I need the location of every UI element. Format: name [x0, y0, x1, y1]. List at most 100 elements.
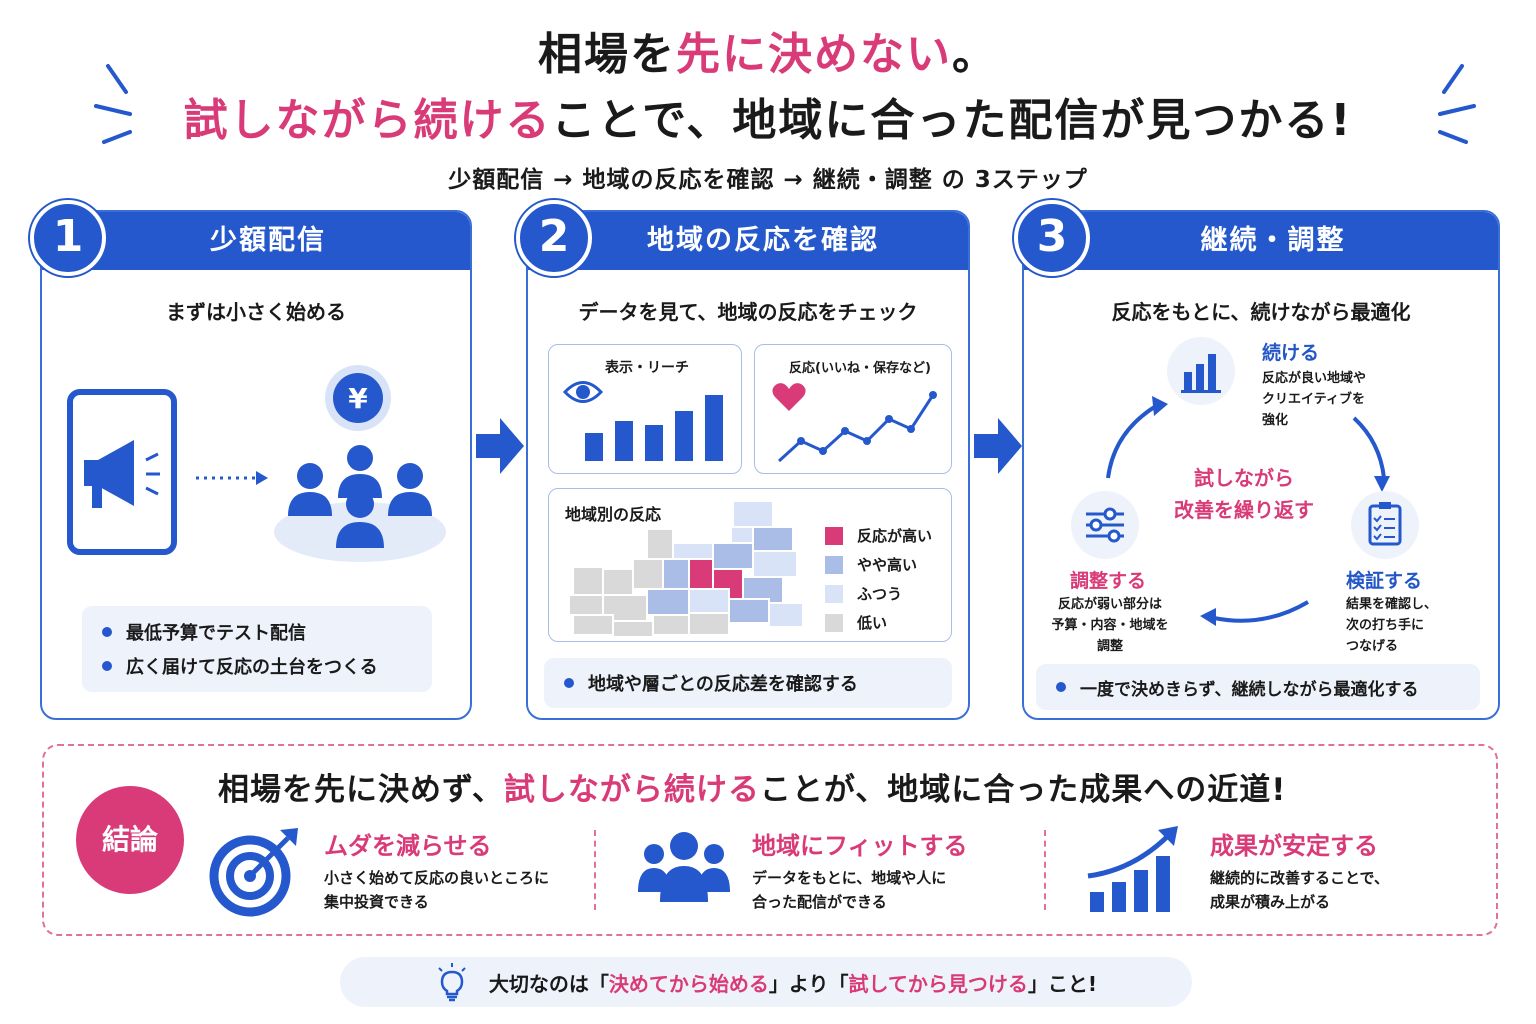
heart-icon	[772, 383, 806, 411]
headline-line-2: 試しながら続けることで、地域に合った配信が見つかる!	[0, 84, 1536, 148]
step-1-lead: まずは小さく始める	[166, 300, 346, 324]
bar-chart-icon	[1167, 337, 1235, 405]
dotted-arrow-icon	[196, 471, 268, 485]
desc-line: つなげる	[1346, 639, 1399, 654]
step-2-lead: データを見て、地域の反応をチェック	[578, 300, 918, 324]
region-map-icon	[568, 500, 804, 638]
footer-highlight: 決めてから始める	[608, 971, 769, 996]
burst-right-decoration	[1438, 64, 1476, 144]
desc-line: 調整	[1096, 639, 1123, 654]
headline-highlight: 試しながら続ける	[183, 95, 552, 146]
bar-chart-icon	[585, 395, 723, 461]
reaction-panel: 反応(いいね・保存など)	[754, 344, 952, 474]
legend-swatch	[825, 613, 843, 632]
cycle-arrows-icon	[1106, 396, 1390, 626]
point-2-desc: データをもとに、地域や人に 合った配信ができる	[752, 866, 946, 914]
eye-icon	[563, 381, 603, 403]
cycle-center-text: 試しながら 改善を繰り返す	[1144, 462, 1344, 526]
reach-panel: 表示・リーチ	[548, 344, 742, 474]
footer-banner: 大切なのは「決めてから始める」より「試してから見つける」こと!	[340, 957, 1192, 1007]
step-3-title: 継続・調整	[1200, 225, 1346, 256]
bullet-icon	[564, 678, 574, 688]
legend-item: 低い	[825, 608, 932, 637]
step-3-card: 継続・調整 反応をもとに、続けながら最適化 続ける 反応が良い地域や クリエイテ…	[1022, 210, 1500, 720]
legend-item: ふつう	[825, 579, 932, 608]
bullet-icon	[102, 661, 112, 671]
divider	[594, 830, 596, 910]
note-text: 一度で決めきらず、継続しながら最適化する	[1080, 679, 1419, 700]
desc-line: 集中投資できる	[324, 893, 429, 911]
note-text: 地域や層ごとの反応差を確認する	[588, 674, 858, 695]
headline-line-1: 相場を先に決めない。	[0, 18, 1536, 82]
legend-swatch	[825, 555, 843, 574]
point-2-title: 地域にフィットする	[752, 832, 968, 860]
step-2-card: 地域の反応を確認 データを見て、地域の反応をチェック 表示・リーチ 反応(いいね…	[526, 210, 970, 720]
step-3-lead: 反応をもとに、続けながら最適化	[1111, 300, 1411, 324]
step-2-header: 地域の反応を確認	[528, 212, 968, 270]
note-item: 最低予算でテスト配信	[102, 615, 412, 649]
line-chart-icon	[777, 391, 937, 463]
reach-label: 表示・リーチ	[605, 360, 689, 376]
point-3-desc: 継続的に改善することで、 成果が積み上がる	[1210, 866, 1389, 914]
step-2-title: 地域の反応を確認	[647, 225, 879, 256]
group-icon	[638, 832, 730, 902]
headline-text: 相場を先に決めず、	[218, 772, 504, 808]
step-1-header: 少額配信	[42, 212, 470, 270]
center-line: 試しながら	[1194, 466, 1294, 490]
sliders-icon	[1071, 491, 1139, 559]
footer-highlight: 試してから見つける	[848, 971, 1028, 996]
subtitle: 少額配信 → 地域の反応を確認 → 継続・調整 の 3ステップ	[448, 167, 1088, 193]
growth-chart-icon	[1087, 826, 1178, 912]
note-item: 地域や層ごとの反応差を確認する	[564, 666, 932, 700]
desc-line: 結果を確認し、	[1346, 597, 1438, 612]
legend-text: 反応が高い	[857, 527, 933, 545]
yen-icon: ¥	[325, 365, 391, 431]
desc-line: 強化	[1262, 413, 1289, 428]
cycle-verify-desc: 結果を確認し、 次の打ち手に つなげる	[1346, 594, 1437, 657]
footer-text: 大切なのは「	[488, 971, 609, 996]
step-2-number: 2	[516, 200, 592, 276]
headline-text: ことが、地域に合った成果への近道!	[759, 772, 1287, 808]
bullet-icon	[1056, 682, 1066, 692]
conclusion-headline: 相場を先に決めず、試しながら続けることが、地域に合った成果への近道!	[218, 764, 1286, 809]
cycle-verify-title: 検証する	[1346, 570, 1423, 592]
desc-line: クリエイティブを	[1262, 392, 1365, 407]
step-1-note: 最低予算でテスト配信 広く届けて反応の土台をつくる	[82, 606, 432, 692]
cycle-adjust-title: 調整する	[1070, 570, 1147, 592]
cycle-continue-title: 続ける	[1262, 342, 1320, 364]
region-label: 地域別の反応	[565, 505, 662, 524]
step-3-header: 継続・調整	[1024, 212, 1498, 270]
point-1-desc: 小さく始めて反応の良いところに 集中投資できる	[324, 866, 549, 914]
reaction-label: 反応(いいね・保存など)	[789, 361, 931, 376]
arrow-right-icon	[476, 418, 524, 474]
megaphone-icon	[67, 389, 177, 555]
target-icon	[209, 828, 298, 917]
step-2-note: 地域や層ごとの反応差を確認する	[544, 658, 952, 708]
headline-text: ことで、地域に合った配信が見つかる!	[551, 95, 1353, 146]
checklist-icon	[1351, 491, 1419, 559]
lightbulb-icon	[438, 963, 466, 1002]
desc-line: 合った配信ができる	[752, 893, 887, 911]
legend-text: 低い	[857, 614, 888, 632]
footer-text: 」より「	[768, 971, 849, 996]
arrow-right-icon	[974, 418, 1022, 474]
step-1-number: 1	[30, 200, 106, 276]
svg-text:¥: ¥	[348, 382, 368, 415]
map-legend: 反応が高い やや高い ふつう 低い	[825, 521, 932, 637]
cycle-adjust-desc: 反応が弱い部分は 予算・内容・地域を 調整	[1040, 594, 1180, 657]
center-line: 改善を繰り返す	[1174, 498, 1314, 522]
note-item: 広く届けて反応の土台をつくる	[102, 649, 412, 683]
desc-line: 継続的に改善することで、	[1210, 869, 1389, 887]
cycle-continue-desc: 反応が良い地域や クリエイティブを 強化	[1262, 368, 1366, 431]
step-1-title: 少額配信	[210, 225, 326, 256]
legend-swatch	[825, 526, 843, 545]
desc-line: データをもとに、地域や人に	[752, 869, 947, 887]
desc-line: 反応が弱い部分は	[1057, 597, 1162, 612]
region-panel: 地域別の反応	[548, 488, 952, 642]
divider	[1044, 830, 1046, 910]
headline-highlight: 試しながら続ける	[503, 772, 760, 808]
conclusion-badge: 結論	[76, 786, 184, 894]
step-1-card: 少額配信 まずは小さく始める ¥ 最低予算でテスト配信 広く届けて反応の土台をつ…	[40, 210, 472, 720]
legend-text: ふつう	[857, 585, 903, 603]
desc-line: 反応が良い地域や	[1262, 371, 1367, 386]
